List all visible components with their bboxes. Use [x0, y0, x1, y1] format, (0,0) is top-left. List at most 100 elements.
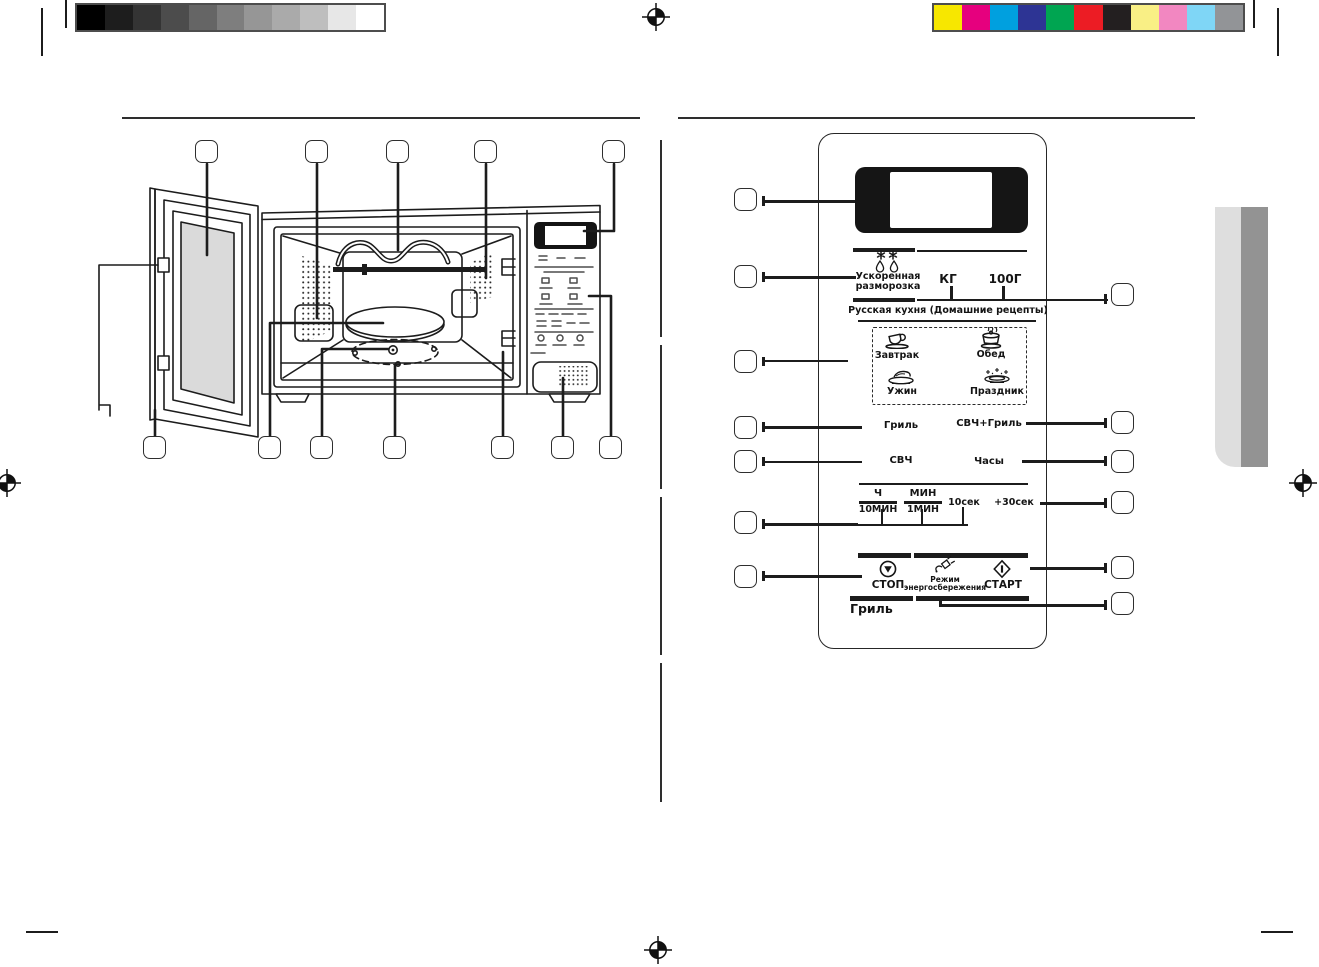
color-calibration-bar — [932, 3, 1245, 32]
column-divider — [660, 663, 662, 802]
grill-heating-element — [333, 239, 485, 275]
lead-line — [1022, 460, 1105, 463]
lead-line — [939, 604, 1106, 607]
lead-line — [939, 599, 942, 607]
gray-swatch — [104, 5, 133, 30]
callout-marker — [474, 140, 497, 163]
lunch-label: Обед — [976, 349, 1006, 360]
color-swatch — [962, 5, 991, 30]
start-icon — [993, 559, 1011, 579]
rule-thick — [853, 248, 915, 252]
color-swatch — [1102, 5, 1131, 30]
rule-thick — [850, 596, 913, 601]
lead-line — [1040, 502, 1105, 505]
speaker-grille — [557, 366, 590, 387]
crop-mark — [41, 8, 43, 56]
lead-line — [764, 276, 856, 279]
crop-mark — [1261, 931, 1293, 933]
cuisine-group-box — [872, 327, 1027, 405]
hours-button-label2: 10МИН — [858, 504, 898, 515]
callout-marker — [734, 511, 757, 534]
display-screen — [890, 172, 992, 228]
callout-marker — [602, 140, 625, 163]
roller-ring — [351, 338, 439, 366]
callout-marker — [383, 436, 406, 459]
gray-swatch — [77, 5, 105, 30]
door-hinge — [157, 355, 170, 371]
crop-mark — [1253, 0, 1255, 28]
holiday-dish-icon — [984, 368, 1010, 383]
color-swatch — [1074, 5, 1103, 30]
grayscale-calibration-bar — [75, 3, 386, 32]
g100-label: 100Г — [988, 272, 1022, 286]
registration-crosshair-icon — [1289, 469, 1317, 497]
clock-button-label: Часы — [974, 456, 1004, 467]
kg-label: КГ — [939, 272, 957, 286]
rule-thin — [859, 483, 1028, 485]
lead-line — [764, 426, 862, 429]
sec10-button-label: 10сек — [948, 497, 980, 508]
bracket-tick — [1002, 286, 1005, 299]
callout-marker — [734, 450, 757, 473]
color-swatch — [1214, 5, 1244, 30]
lead-line — [764, 523, 858, 526]
callout-marker — [1111, 450, 1134, 473]
section-rule — [678, 117, 1195, 119]
lead-tick — [762, 571, 765, 581]
chapter-tab-light — [1215, 207, 1241, 467]
color-swatch — [1158, 5, 1187, 30]
callout-marker — [734, 565, 757, 588]
callout-marker — [1111, 556, 1134, 579]
microwave-illustration — [98, 162, 616, 438]
color-swatch — [934, 5, 963, 30]
callout-marker — [258, 436, 281, 459]
mini-control-panel — [526, 209, 598, 395]
gray-swatch — [216, 5, 245, 30]
callout-marker — [491, 436, 514, 459]
lead-tick — [1104, 498, 1107, 508]
lead-tick — [762, 196, 765, 206]
lead-line — [1026, 422, 1105, 425]
energy-saving-label: Режим энергосбережения — [903, 575, 987, 592]
lead-tick — [1104, 418, 1107, 428]
gray-swatch — [244, 5, 273, 30]
defrost-snowflake-drops-icon — [875, 250, 899, 273]
lead-line — [764, 461, 862, 463]
breakfast-label: Завтрак — [874, 350, 920, 361]
rule-thick — [853, 298, 915, 302]
bracket-tick — [962, 507, 964, 524]
gray-swatch — [328, 5, 357, 30]
lead-tick — [762, 357, 765, 366]
callout-marker — [1111, 283, 1134, 306]
mw-button-label: СВЧ — [889, 455, 913, 466]
color-swatch — [1046, 5, 1075, 30]
callout-marker — [599, 436, 622, 459]
dinner-label: Ужин — [887, 386, 917, 397]
lead-line — [764, 200, 855, 203]
callout-marker — [386, 140, 409, 163]
lead-tick — [762, 422, 765, 432]
callout-lines — [153, 162, 616, 438]
callout-marker — [1111, 592, 1134, 615]
callout-marker — [734, 416, 757, 439]
plus30sec-button-label: +30сек — [994, 497, 1034, 508]
hours-button-label: Ч — [873, 488, 883, 499]
rule-thick — [914, 553, 1028, 558]
lead-tick — [1104, 563, 1107, 573]
rule-thin — [917, 250, 1027, 252]
gray-swatch — [160, 5, 189, 30]
column-divider — [660, 140, 662, 337]
column-divider — [660, 497, 662, 655]
lead-line — [764, 575, 862, 578]
color-swatch — [990, 5, 1019, 30]
rule-thin — [917, 299, 1108, 302]
lunch-pot-icon — [980, 327, 1002, 349]
callout-marker — [305, 140, 328, 163]
section-rule — [122, 117, 640, 119]
crop-mark — [26, 931, 58, 933]
callout-marker — [1111, 411, 1134, 434]
callout-marker — [310, 436, 333, 459]
callout-marker — [195, 140, 218, 163]
bracket-tick — [881, 509, 883, 524]
